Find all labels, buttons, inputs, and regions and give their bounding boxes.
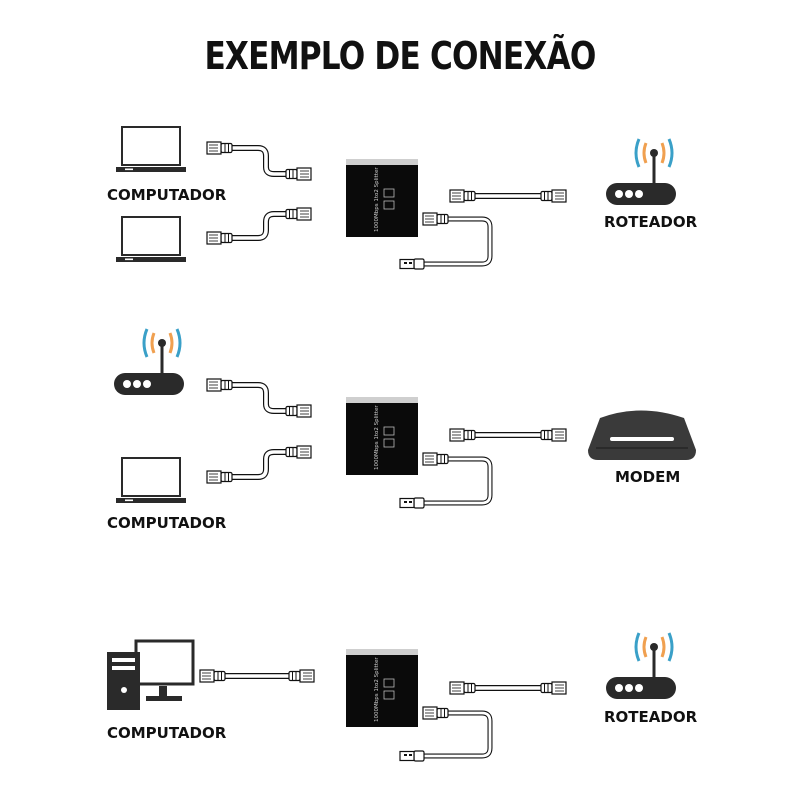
ethernet-cable	[450, 428, 567, 442]
usb-power-cable	[399, 213, 493, 270]
label-computador: COMPUTADOR	[107, 724, 227, 742]
ethernet-cable	[207, 379, 312, 418]
label-computador: COMPUTADOR	[107, 186, 227, 204]
laptop-icon	[115, 216, 187, 263]
ethernet-cable	[207, 445, 312, 483]
splitter-label: 1000Mbps 1to2 Splitter	[374, 657, 380, 722]
laptop-icon	[115, 126, 187, 173]
router-icon	[112, 327, 186, 397]
laptop-icon	[115, 457, 187, 504]
splitter-device: 1000Mbps 1to2 Splitter	[346, 649, 418, 727]
page-title: EXEMPLO DE CONEXÃO	[204, 34, 596, 78]
row-2: 1000Mbps 1to2 Splitter	[112, 327, 696, 509]
ethernet-cable	[450, 681, 567, 695]
usb-power-cable	[399, 453, 493, 509]
desktop-computer-icon	[107, 639, 195, 710]
splitter-label: 1000Mbps 1to2 Splitter	[374, 167, 380, 232]
modem-icon	[588, 410, 696, 460]
splitter-label: 1000Mbps 1to2 Splitter	[374, 405, 380, 470]
ethernet-cable	[207, 142, 312, 181]
router-icon	[604, 137, 678, 207]
row-3: 1000Mbps 1to2 Splitter	[107, 631, 678, 762]
ethernet-cable	[207, 207, 312, 244]
label-roteador: ROTEADOR	[604, 708, 698, 726]
usb-power-cable	[399, 707, 493, 762]
row-1: 1000Mbps 1to2 Splitter	[115, 126, 678, 270]
splitter-device: 1000Mbps 1to2 Splitter	[346, 159, 418, 237]
ethernet-cable	[450, 189, 567, 203]
splitter-device: 1000Mbps 1to2 Splitter	[346, 397, 418, 475]
label-modem: MODEM	[615, 468, 681, 486]
label-roteador: ROTEADOR	[604, 213, 698, 231]
ethernet-cable	[200, 669, 315, 683]
router-icon	[604, 631, 678, 701]
label-computador: COMPUTADOR	[107, 514, 227, 532]
